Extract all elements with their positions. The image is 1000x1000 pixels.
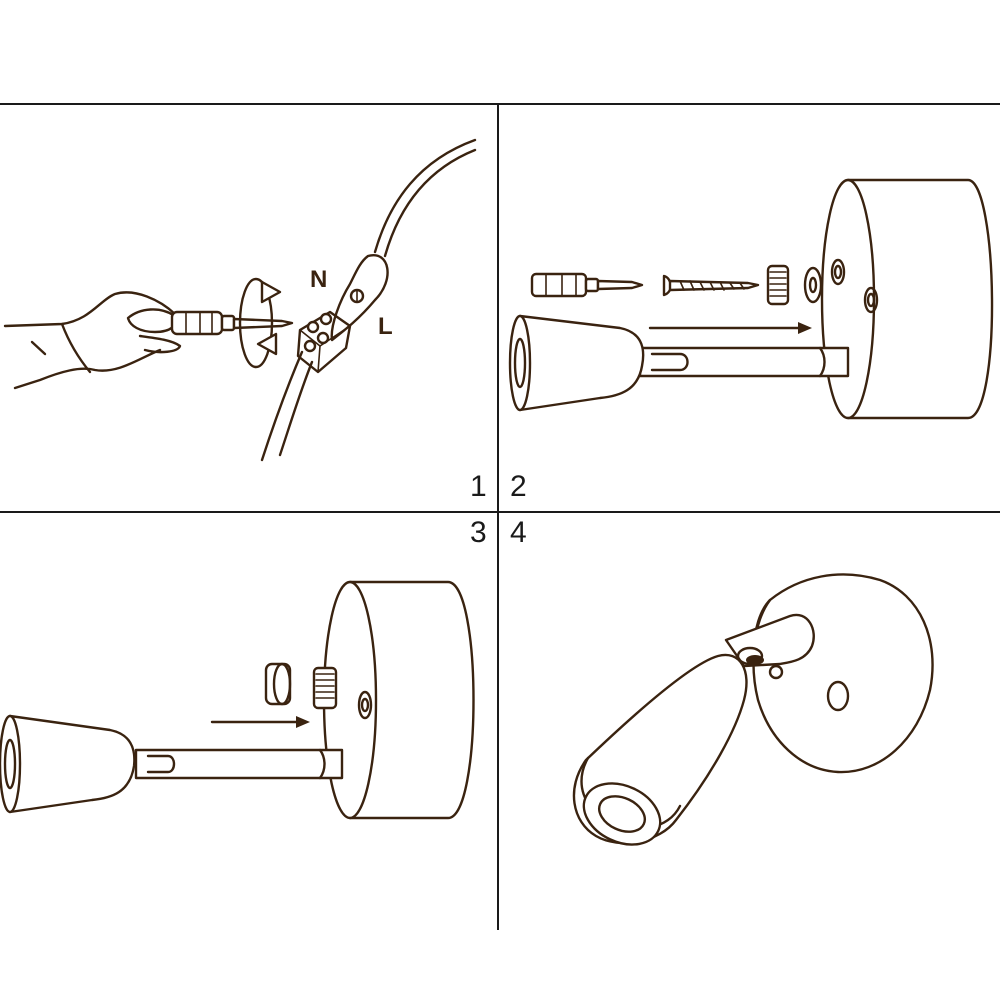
- panel-2-assembly: [508, 178, 994, 420]
- screw-icon: [662, 274, 760, 297]
- panel-3-attach: [0, 580, 475, 820]
- neutral-label: N: [310, 266, 327, 293]
- arrow-right-icon: [648, 322, 812, 334]
- wall-base-icon: [752, 573, 934, 774]
- swivel-arm-icon: [724, 613, 815, 668]
- lamp-head-icon: [508, 314, 850, 412]
- cable-icon: [260, 138, 477, 462]
- step-number-4: 4: [510, 516, 527, 549]
- step-number-1: 1: [470, 470, 487, 503]
- washer-icon: [803, 266, 823, 304]
- live-label: L: [378, 313, 393, 340]
- step-number-3: 3: [470, 516, 487, 549]
- screwdriver-icon: [530, 272, 644, 298]
- hand-icon: [3, 291, 182, 390]
- lamp-head-icon: [572, 653, 748, 846]
- threaded-stub-icon: [312, 666, 338, 710]
- step-number-2: 2: [510, 470, 527, 503]
- panel-4-installed: [572, 573, 934, 846]
- panel-1-wiring: N L: [3, 138, 477, 462]
- nut-icon: [264, 662, 292, 706]
- arrow-right-icon: [210, 716, 310, 728]
- screwdriver-icon: [170, 310, 294, 336]
- lamp-head-icon: [0, 714, 344, 814]
- panel-frame: [0, 103, 1000, 930]
- terminal-block-icon: [296, 310, 352, 374]
- nut-icon: [766, 264, 790, 306]
- wall-base-icon: [820, 178, 994, 420]
- rotate-arrows-icon: [238, 277, 282, 369]
- wall-base-icon: [322, 580, 475, 820]
